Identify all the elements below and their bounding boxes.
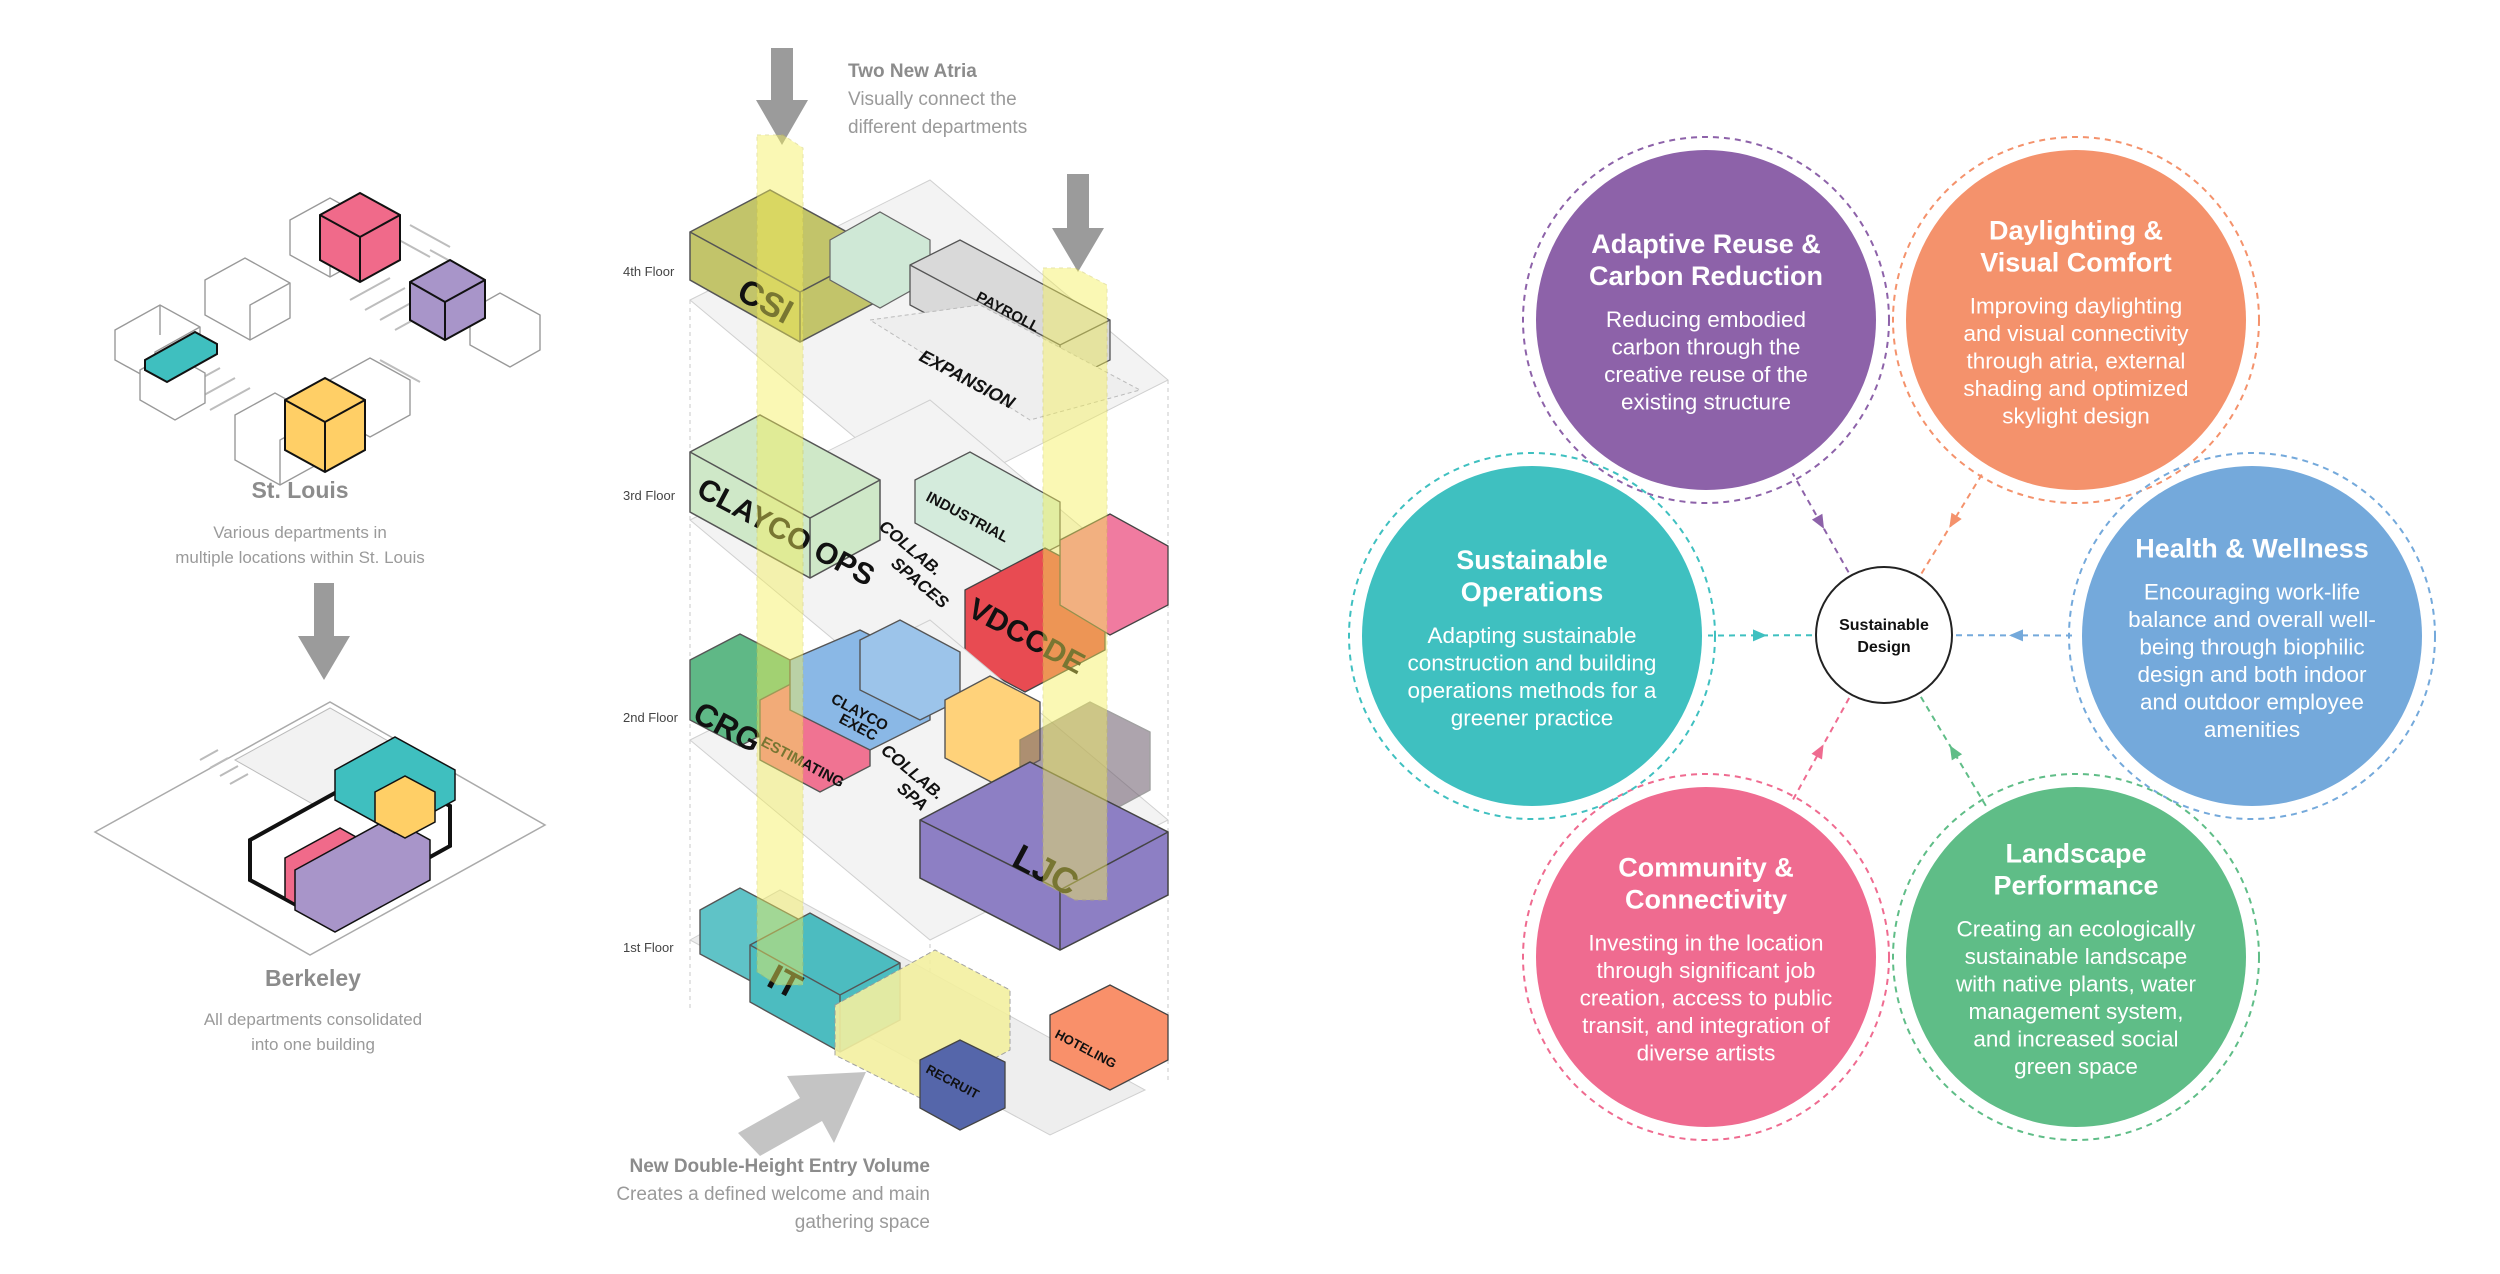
consolidation-arrow-icon: [298, 583, 350, 680]
circle-health-desc-line-4: design and both indoor: [2138, 662, 2367, 687]
circle-adaptive-title-line-2: Carbon Reduction: [1589, 261, 1823, 291]
atria-columns: [756, 134, 1108, 986]
circle-operations-desc-line-2: construction and building: [1408, 651, 1657, 676]
circle-adaptive: [1536, 150, 1876, 490]
circle-daylight-title-line-2: Visual Comfort: [1980, 247, 2172, 277]
circle-daylight-desc-line-1: Improving daylighting: [1970, 293, 2183, 318]
circle-community-desc-line-1: Investing in the location: [1588, 930, 1823, 955]
hub-label-line-2: Design: [1857, 639, 1910, 656]
berkeley-title: Berkeley: [265, 965, 361, 991]
circle-health: [2082, 466, 2422, 806]
floor-label-2: 2nd Floor: [623, 710, 679, 725]
circle-health-title-line-1: Health & Wellness: [2135, 534, 2369, 564]
circle-landscape-title-line-2: Performance: [1993, 871, 2158, 901]
circle-health-desc-line-2: balance and overall well-: [2128, 607, 2376, 632]
link-arrow-daylight-icon: [1949, 512, 1962, 528]
circle-health-desc-line-6: amenities: [2204, 717, 2300, 742]
circle-landscape: [1906, 787, 2246, 1127]
berkeley-desc-line-1: All departments consolidated: [204, 1010, 422, 1029]
stlouis-title: St. Louis: [251, 477, 348, 503]
circle-health-desc-line-5: and outdoor employee: [2140, 690, 2364, 715]
link-arrow-operations-icon: [1752, 629, 1767, 642]
entry-note-line-2: gathering space: [795, 1212, 930, 1233]
circle-adaptive-desc-line-3: creative reuse of the: [1604, 362, 1808, 387]
circle-adaptive-desc-line-2: carbon through the: [1612, 335, 1801, 360]
link-arrow-health-icon: [2009, 629, 2024, 642]
circle-daylight: [1906, 150, 2246, 490]
circle-operations-desc-line-3: operations methods for a: [1408, 678, 1657, 703]
atrium-arrow-1-icon: [756, 48, 808, 145]
hub: Sustainable Design: [1815, 566, 1953, 704]
link-arrow-community-icon: [1811, 744, 1824, 760]
ring-health: [2068, 452, 2436, 820]
circle-community: [1536, 787, 1876, 1127]
atria-note-line-1: Visually connect the: [848, 89, 1017, 110]
circle-landscape-desc-line-5: and increased social: [1973, 1027, 2178, 1052]
hub-circle: [1815, 566, 1953, 704]
link-arrow-adaptive-icon: [1811, 513, 1825, 529]
floor-4-plan: [689, 179, 1169, 501]
sustainability-circles: Adaptive Reuse &Carbon ReductionReducing…: [1348, 136, 2436, 1141]
ring-operations: [1348, 452, 1716, 820]
sustainability-links: [1707, 469, 2077, 807]
circle-operations-title-line-1: Sustainable: [1456, 545, 1608, 575]
atria-note-title: Two New Atria: [848, 61, 977, 82]
floor-2-plan: [689, 619, 1169, 951]
entry-note-title: New Double-Height Entry Volume: [629, 1156, 930, 1177]
hub-label-line-1: Sustainable: [1839, 617, 1929, 634]
circle-operations: [1362, 466, 1702, 806]
ring-community: [1522, 773, 1890, 1141]
circle-daylight-desc-line-3: through atria, external: [1967, 348, 2186, 373]
circle-community-title-line-1: Community &: [1618, 852, 1794, 882]
circle-daylight-desc-line-2: and visual connectivity: [1963, 321, 2189, 346]
circle-daylight-desc-line-4: shading and optimized: [1963, 376, 2188, 401]
floor-3-plan: [689, 399, 1169, 721]
entry-note-line-1: Creates a defined welcome and main: [616, 1184, 930, 1205]
circle-health-desc-line-3: being through biophilic: [2139, 635, 2364, 660]
circle-operations-desc-line-4: greener practice: [1451, 706, 1614, 731]
stlouis-desc-line-2: multiple locations within St. Louis: [175, 548, 424, 567]
circle-adaptive-desc-line-4: existing structure: [1621, 390, 1791, 415]
entry-arrow-icon: [738, 1072, 866, 1156]
circle-landscape-title-line-1: Landscape: [2005, 839, 2146, 869]
floor-1-plan: [688, 887, 1169, 1136]
floor-label-4: 4th Floor: [623, 264, 675, 279]
circle-landscape-desc-line-2: sustainable landscape: [1965, 944, 2188, 969]
circle-landscape-desc-line-4: management system,: [1968, 999, 2183, 1024]
circle-community-desc-line-2: through significant job: [1597, 958, 1816, 983]
circle-community-title-line-2: Connectivity: [1625, 884, 1787, 914]
berkeley-site: [93, 701, 547, 956]
stlouis-map: [114, 191, 541, 486]
circle-daylight-desc-line-5: skylight design: [2002, 403, 2150, 428]
circle-operations-title-line-2: Operations: [1461, 577, 1604, 607]
atria-note-line-2: different departments: [848, 117, 1027, 138]
ring-landscape: [1892, 773, 2260, 1141]
circle-health-desc-line-1: Encouraging work-life: [2144, 580, 2360, 605]
atrium-arrow-2-icon: [1052, 174, 1104, 272]
circle-landscape-desc-line-1: Creating an ecologically: [1957, 917, 2197, 942]
atria-arrows: [756, 48, 1104, 272]
circle-landscape-desc-line-3: with native plants, water: [1955, 972, 2197, 997]
berkeley-desc-line-2: into one building: [251, 1035, 375, 1054]
circle-community-desc-line-3: creation, access to public: [1580, 985, 1833, 1010]
circle-community-desc-line-4: transit, and integration of: [1582, 1013, 1830, 1038]
circle-adaptive-desc-line-1: Reducing embodied: [1606, 307, 1806, 332]
circle-daylight-title-line-1: Daylighting &: [1989, 215, 2163, 245]
circle-adaptive-title-line-1: Adaptive Reuse &: [1591, 229, 1821, 259]
floor-label-1: 1st Floor: [623, 940, 674, 955]
link-arrow-landscape-icon: [1949, 745, 1963, 761]
ring-adaptive: [1522, 136, 1890, 504]
ring-daylight: [1892, 136, 2260, 504]
stlouis-desc-line-1: Various departments in: [213, 523, 387, 542]
colored-buildings: [144, 191, 486, 474]
circle-community-desc-line-5: diverse artists: [1637, 1040, 1776, 1065]
circle-operations-desc-line-1: Adapting sustainable: [1428, 623, 1637, 648]
circle-landscape-desc-line-6: green space: [2014, 1054, 2138, 1079]
floor-label-3: 3rd Floor: [623, 488, 676, 503]
